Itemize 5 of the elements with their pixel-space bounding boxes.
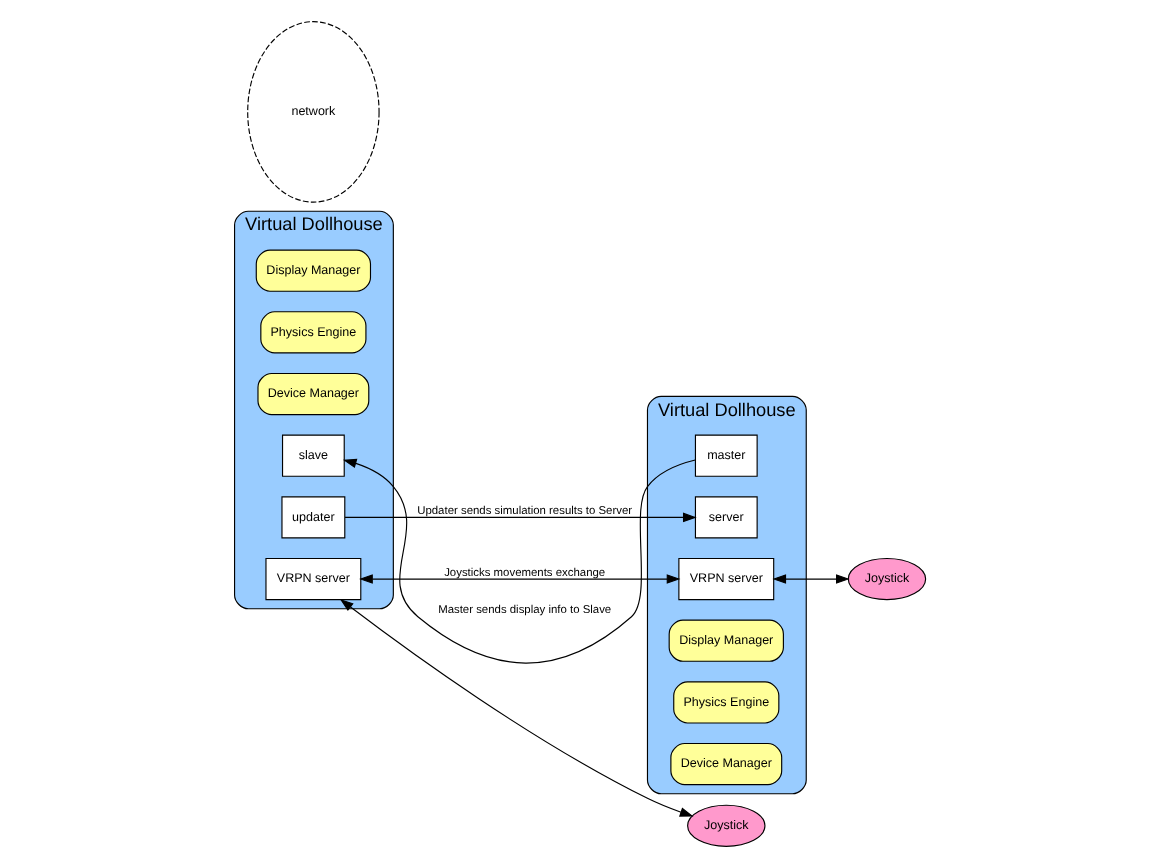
arrow (358, 574, 680, 584)
arrow (343, 512, 696, 523)
arrow (341, 458, 695, 664)
arrow (338, 598, 693, 817)
arrow (771, 574, 849, 584)
